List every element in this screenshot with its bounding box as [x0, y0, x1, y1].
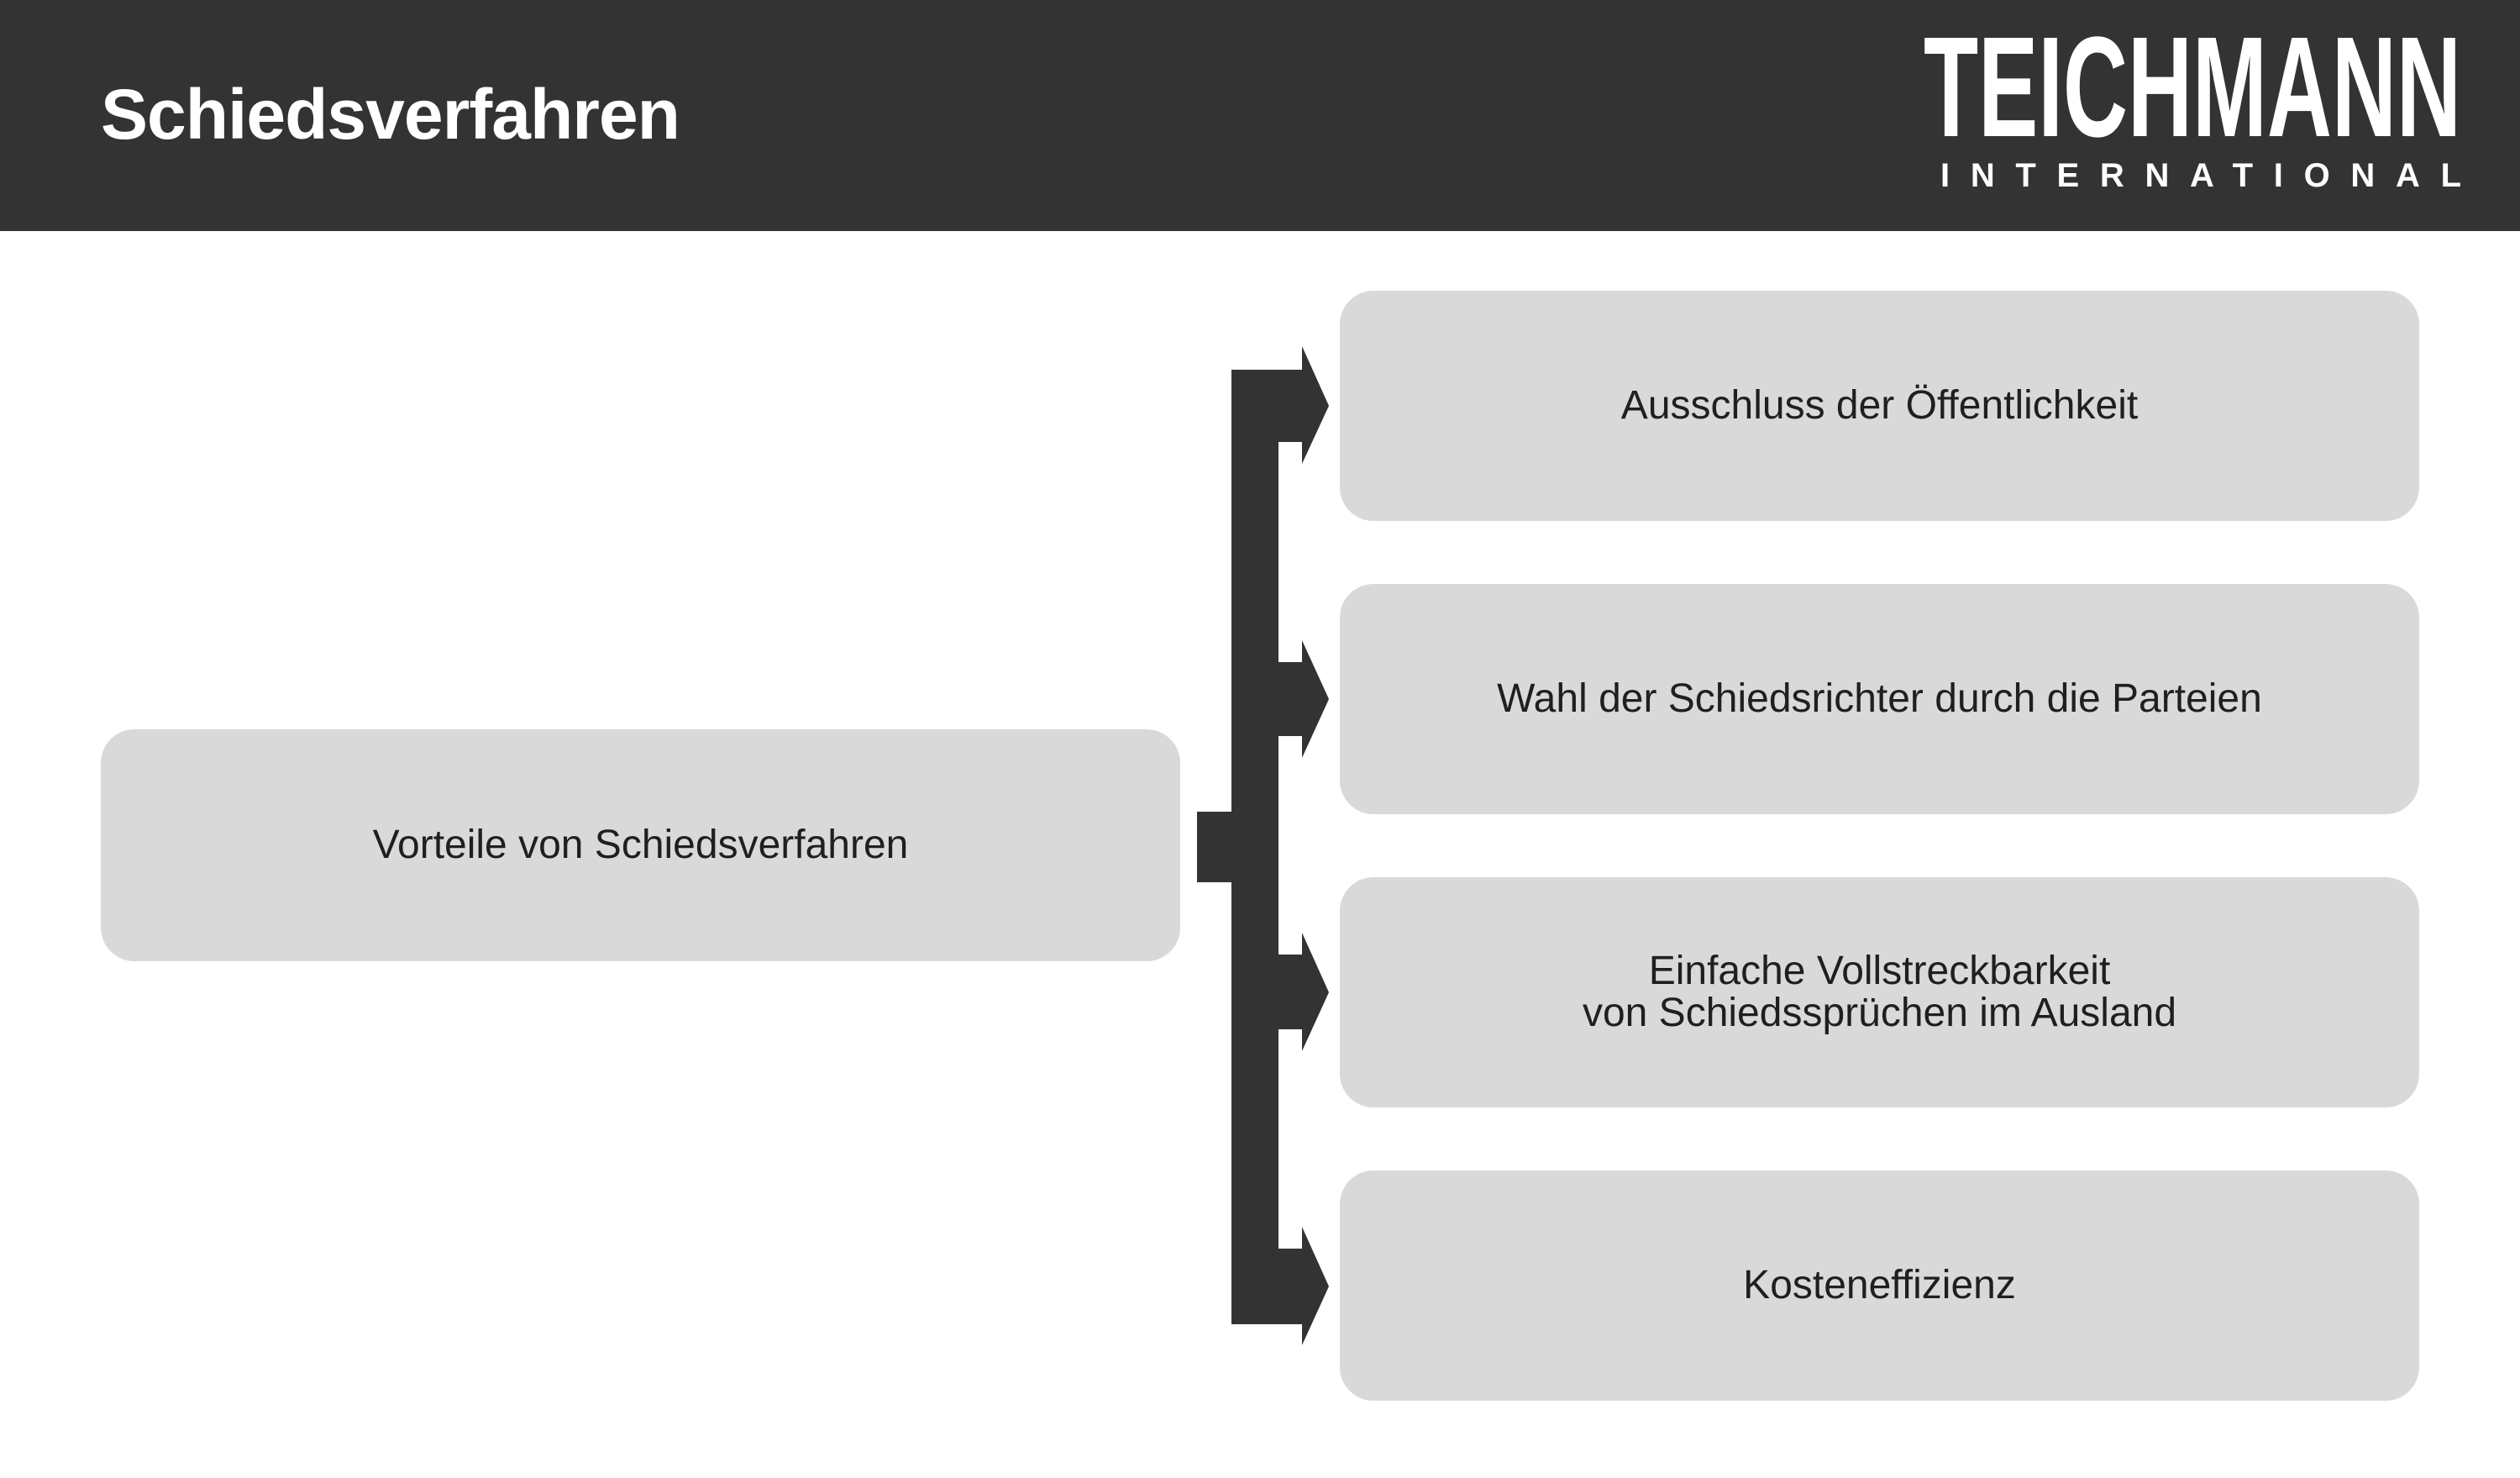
teichmann-logo: TEICHMANN INTERNATIONAL	[1924, 27, 2461, 194]
item-label-3: Einfache Vollstreckbarkeit von Schiedssp…	[1582, 949, 2177, 1035]
item-box-2: Wahl der Schiedsrichter durch die Partei…	[1340, 584, 2419, 814]
arrow-to-item-1	[1278, 346, 1329, 464]
arrow-to-item-3	[1278, 933, 1329, 1051]
item-box-4: Kosteneffizienz	[1340, 1170, 2419, 1401]
item-box-1: Ausschluss der Öffentlichkeit	[1340, 291, 2419, 521]
connector-vertical-bar	[1231, 370, 1278, 1324]
item-label-2: Wahl der Schiedsrichter durch die Partei…	[1497, 676, 2262, 721]
logo-sub-text: INTERNATIONAL	[1940, 157, 2461, 194]
header-bar: Schiedsverfahren TEICHMANN INTERNATIONAL	[0, 0, 2520, 231]
root-box: Vorteile von Schiedsverfahren	[101, 729, 1180, 961]
item-box-3: Einfache Vollstreckbarkeit von Schiedssp…	[1340, 877, 2419, 1107]
root-label: Vorteile von Schiedsverfahren	[372, 823, 909, 867]
item-label-4: Kosteneffizienz	[1743, 1263, 2016, 1307]
item-label-1: Ausschluss der Öffentlichkeit	[1620, 383, 2139, 428]
arrow-to-item-2	[1278, 640, 1329, 758]
page-title: Schiedsverfahren	[101, 75, 680, 154]
arrow-to-item-4	[1278, 1227, 1329, 1345]
logo-main-text: TEICHMANN	[1924, 27, 2461, 167]
connector-stub	[1197, 812, 1233, 882]
